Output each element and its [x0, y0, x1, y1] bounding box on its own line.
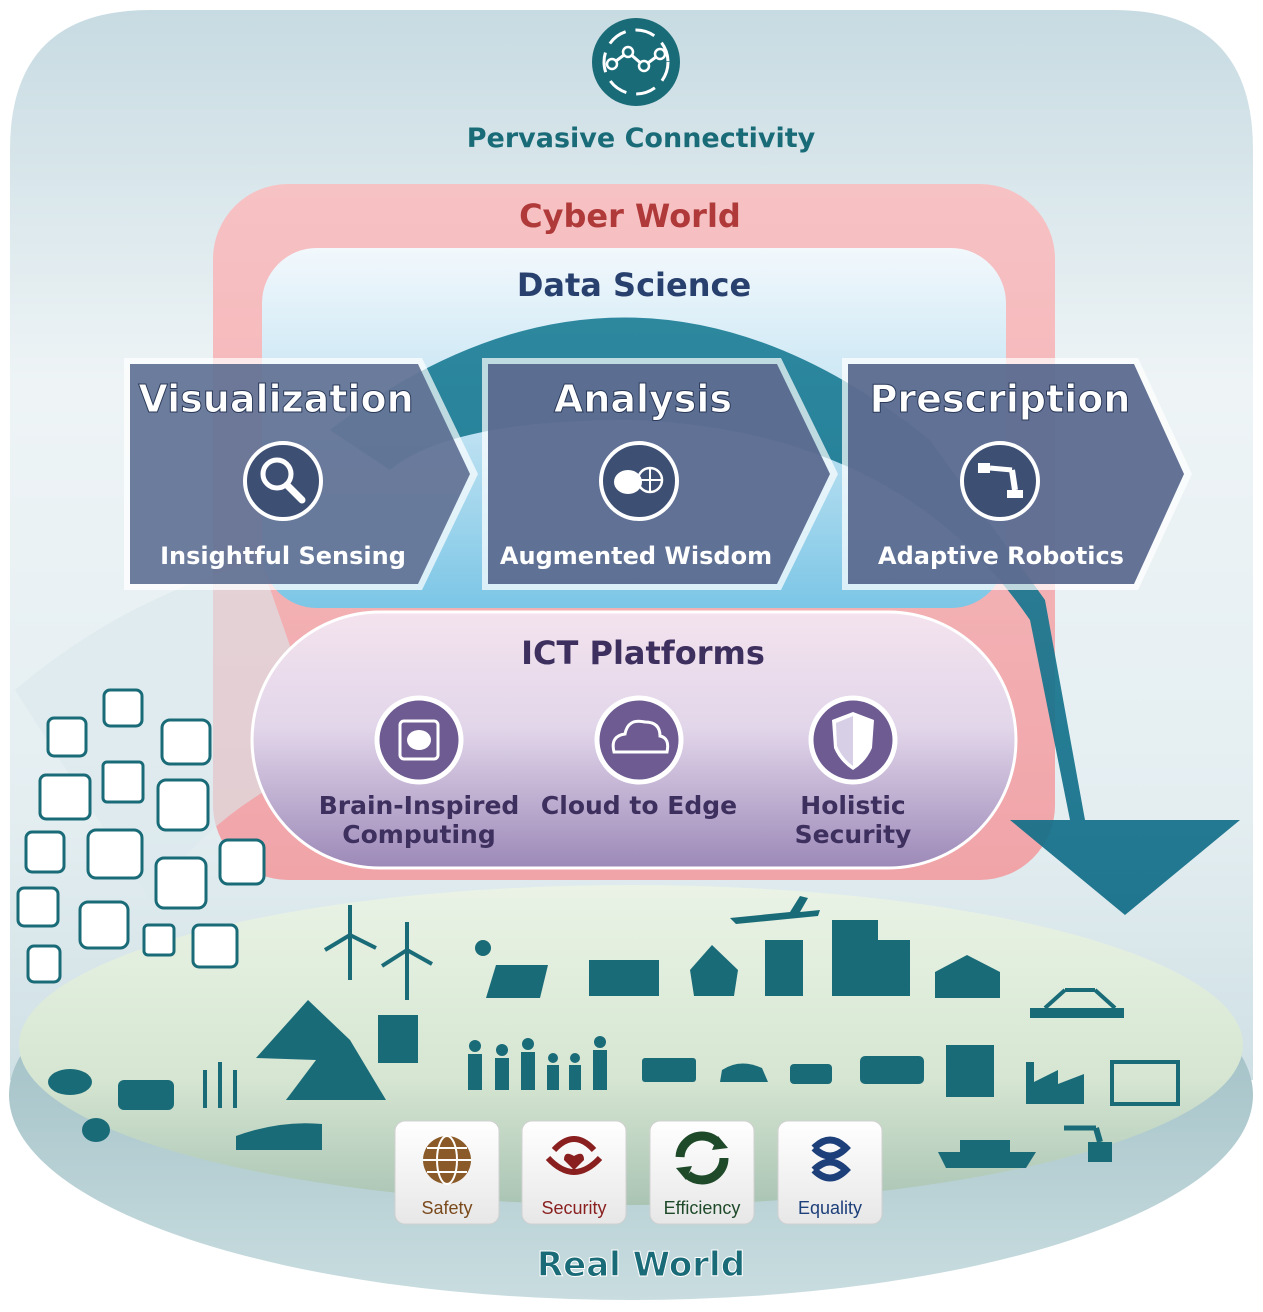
cloud-to-edge-label: Cloud to Edge	[541, 791, 737, 820]
bus-icon	[860, 1056, 924, 1084]
connectivity-icon	[592, 18, 680, 106]
security-label: Security	[541, 1198, 606, 1218]
real-world-ground	[19, 885, 1243, 1205]
robot-arm-icon	[960, 441, 1040, 521]
truck-icon	[642, 1058, 696, 1082]
cyber-world-title: Cyber World	[519, 197, 741, 235]
data-science-title: Data Science	[517, 266, 751, 304]
sensor-icon-tiles	[16, 688, 266, 984]
efficiency-label: Efficiency	[664, 1198, 741, 1218]
visualization-title: Visualization	[138, 377, 413, 421]
van-icon	[790, 1064, 832, 1084]
brain-inspired-label-line1: Brain-Inspired	[319, 791, 520, 820]
wind-turbine-icon	[323, 905, 433, 1000]
pig-icon	[48, 1069, 92, 1095]
analysis-title: Analysis	[554, 377, 732, 421]
adaptive-robotics-label: Adaptive Robotics	[878, 542, 1124, 570]
real-world-title: Real World	[537, 1245, 745, 1285]
apartment-icon	[765, 940, 803, 996]
school-icon	[589, 960, 659, 996]
car-icon	[720, 1063, 768, 1082]
factory-icon	[1026, 1062, 1084, 1104]
office-tower-icon	[832, 920, 878, 996]
airplane-icon	[730, 896, 820, 924]
prescription-title: Prescription	[870, 377, 1131, 421]
ship-icon	[938, 1152, 1036, 1168]
augmented-wisdom-label: Augmented Wisdom	[500, 542, 772, 570]
bridge-icon	[1030, 1008, 1124, 1018]
magnifier-icon	[243, 441, 323, 521]
mountains-icon	[256, 1000, 386, 1100]
holistic-security-label-line1: Holistic	[800, 791, 905, 820]
value-tile-efficiency	[649, 1120, 755, 1225]
cloud-icon	[594, 695, 684, 785]
safety-label: Safety	[421, 1198, 472, 1218]
pervasive-connectivity-title: Pervasive Connectivity	[467, 123, 816, 154]
brain-chip-icon	[374, 695, 464, 785]
people-icon	[468, 1036, 607, 1090]
industrial-robot-icon	[1088, 1142, 1112, 1162]
brain-inspired-label-line2: Computing	[342, 820, 495, 849]
solar-panel-icon	[486, 965, 548, 998]
value-tile-security	[521, 1120, 627, 1225]
dam-icon	[378, 1015, 418, 1063]
shield-icon	[808, 695, 898, 785]
wheat-icon	[203, 1062, 237, 1108]
sun-icon	[475, 940, 491, 956]
warehouse-icon	[935, 955, 1000, 998]
insightful-sensing-label: Insightful Sensing	[160, 542, 406, 570]
equality-label: Equality	[798, 1198, 862, 1218]
cow-icon	[118, 1080, 174, 1110]
brain-globe-icon	[599, 441, 679, 521]
real-world-scene	[48, 896, 1180, 1168]
house-icon	[690, 945, 738, 996]
ict-platforms-title: ICT Platforms	[521, 634, 765, 672]
chicken-icon	[82, 1118, 110, 1142]
value-tile-equality	[777, 1120, 883, 1225]
value-tile-safety	[394, 1120, 500, 1225]
bullet-train-icon	[236, 1123, 322, 1150]
holistic-security-label-line2: Security	[795, 820, 912, 849]
shop-icon	[946, 1045, 994, 1097]
plant-icon	[1110, 1060, 1180, 1106]
